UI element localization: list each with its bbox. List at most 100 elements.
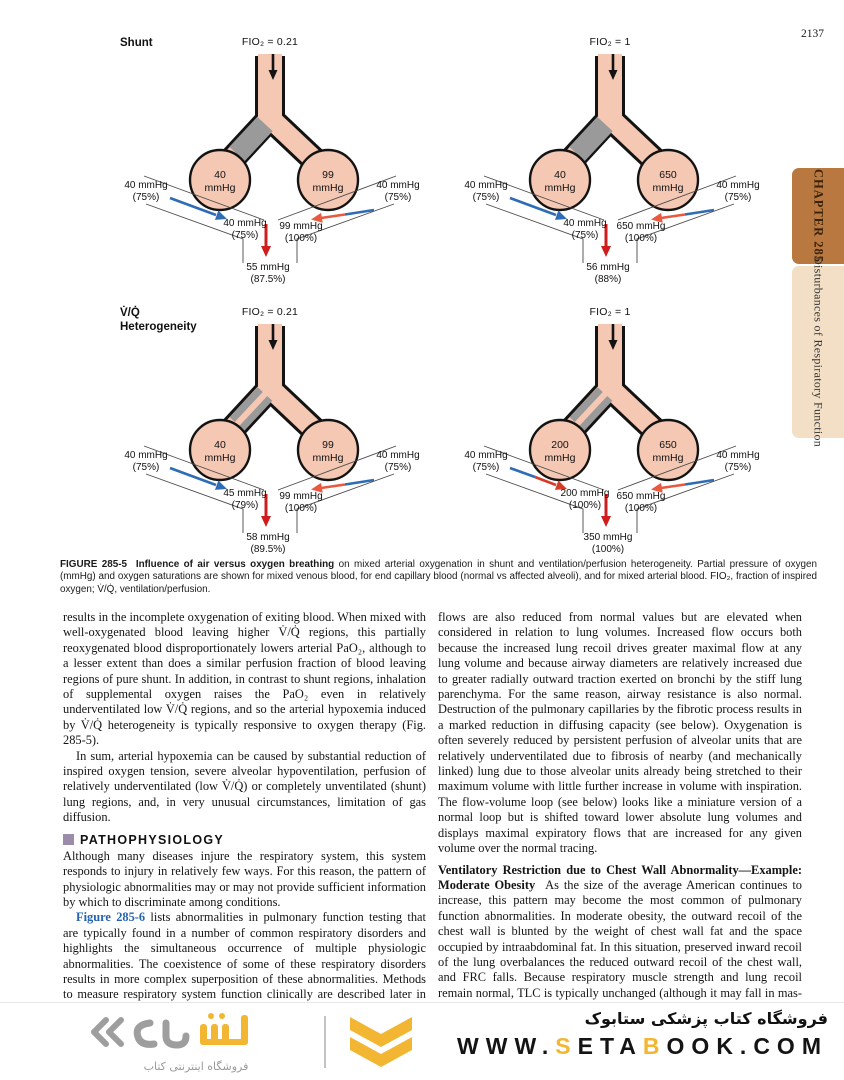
capillary-channels	[143, 175, 397, 263]
alveolus-left-value: 200	[551, 439, 569, 451]
alveolus-right	[636, 148, 700, 212]
figure-caption: FIGURE 285-5 Influence of air versus oxy…	[60, 559, 817, 596]
alveolus-right-unit: mmHg	[313, 182, 344, 194]
figure-286-link[interactable]: Figure 285-6	[76, 910, 146, 925]
venous-left-saturation: (75%)	[133, 192, 160, 203]
diagram-shunt-oxygen: FIO₂ = 1 40 mmHg 650 mmHg	[440, 30, 780, 292]
airway-narrowing	[229, 387, 273, 431]
subsection-title: Ventilatory Restriction due to Chest Wal…	[438, 862, 802, 892]
paragraph: results in the incomplete oxygenation of…	[63, 610, 426, 748]
mixed-arterial-saturation: (87.5%)	[250, 274, 285, 285]
endcapillary-left-value: 200 mmHg	[561, 488, 610, 499]
paragraph-text-clipped: sive obesity) and RV is normal.	[438, 1001, 594, 1002]
paragraph: flows are also reduced from normal value…	[438, 610, 802, 856]
endcapillary-left-saturation: (79%)	[232, 500, 259, 511]
domain-letter-group: OOK.COM	[666, 1033, 828, 1059]
lung-unit-diagram: FIO₂ = 1 200 mmHg 650 mmHg	[464, 306, 759, 555]
endcapillary-right-value: 99 mmHg	[279, 221, 322, 232]
alveolus-right	[296, 148, 360, 212]
domain-letter-group: ETA	[577, 1033, 643, 1059]
figure-caption-text: on mixed arterial oxygenation in shunt a…	[60, 559, 817, 595]
figure-caption-label: FIGURE 285-5	[60, 559, 127, 570]
alveolus-left-unit: mmHg	[545, 452, 576, 464]
endcapillary-right-saturation: (100%)	[625, 233, 657, 244]
alveolus-right	[636, 418, 700, 482]
alveolus-right-value: 99	[322, 439, 334, 451]
right-blood-flow-arrow	[311, 478, 375, 493]
endcapillary-left-value: 40 mmHg	[223, 218, 266, 229]
venous-right-value: 40 mmHg	[376, 450, 419, 461]
paragraph-text: As the size of the average American cont…	[438, 877, 802, 1000]
mixed-arterial-value: 350 mmHg	[584, 532, 633, 543]
domain-letter-group: WWW.	[457, 1033, 556, 1059]
right-blood-flow-arrow	[311, 208, 375, 223]
inspired-gas-arrow	[268, 54, 278, 80]
venous-left-value: 40 mmHg	[124, 180, 167, 191]
paragraph-text: Although many diseases injure the respir…	[63, 848, 426, 909]
capillary-channels	[483, 445, 737, 533]
fio2-label: FIO₂ = 1	[590, 36, 631, 48]
store-name-persian: فروشگاه کتاب پزشکی ستابوک	[584, 1009, 828, 1028]
chapter-tab: CHAPTER 285 Disturbances of Respiratory …	[792, 168, 844, 448]
section-bullet-icon	[63, 834, 74, 846]
alveolus-left-value: 40	[554, 169, 566, 181]
left-blood-flow-arrow	[509, 196, 567, 220]
paragraph-text: lists abnormalities in pulmonary functio…	[63, 910, 426, 1002]
endcapillary-right-value: 650 mmHg	[617, 221, 666, 232]
endcapillary-left-saturation: (100%)	[569, 500, 601, 511]
chapter-number-tab: CHAPTER 285	[792, 168, 844, 264]
diagram-vq-air: V̇/Q̇ Heterogeneity FIO₂ = 0.21 40 mmHg …	[100, 300, 440, 562]
endcapillary-left-value: 40 mmHg	[563, 218, 606, 229]
venous-right-value: 40 mmHg	[716, 450, 759, 461]
venous-right-value: 40 mmHg	[716, 180, 759, 191]
panel-title-line1: Shunt	[120, 37, 153, 49]
paragraph: Although many diseases injure the respir…	[63, 849, 426, 911]
airway-obstruction	[229, 116, 273, 162]
endcapillary-right-saturation: (100%)	[625, 503, 657, 514]
chapter-title-label: Disturbances of Respiratory Function	[811, 256, 826, 448]
endcapillary-right-saturation: (100%)	[285, 503, 317, 514]
alveolus-left-unit: mmHg	[205, 452, 236, 464]
setabook-logo: فروشگاه اینترنتی کتاب	[88, 1011, 304, 1073]
venous-right-saturation: (75%)	[385, 462, 412, 473]
right-column: flows are also reduced from normal value…	[438, 610, 802, 1002]
mixed-arterial-arrow	[261, 494, 271, 527]
alveolus-left-unit: mmHg	[545, 182, 576, 194]
alveolus-left-value: 40	[214, 439, 226, 451]
website-domain[interactable]: WWW.SETABOOK.COM	[457, 1033, 828, 1060]
alveolus-right-value: 650	[659, 169, 677, 181]
lung-unit-diagram: V̇/Q̇ Heterogeneity FIO₂ = 0.21 40 mmHg …	[120, 306, 420, 555]
left-column: results in the incomplete oxygenation of…	[63, 610, 426, 1002]
chapter-number-label: CHAPTER 285	[811, 169, 826, 263]
left-blood-flow-arrow-oxygenated	[509, 466, 567, 490]
fio2-label: FIO₂ = 0.21	[242, 36, 298, 48]
diagram-shunt-air: Shunt FIO₂ = 0.21 40 mmHg 99 mmHg	[100, 30, 440, 292]
venous-right-saturation: (75%)	[725, 462, 752, 473]
alveolus-left	[528, 418, 592, 482]
endcapillary-left-saturation: (75%)	[572, 230, 599, 241]
logo-subtitle: فروشگاه اینترنتی کتاب	[143, 1060, 249, 1073]
setabook-wordmark-icon	[91, 1013, 248, 1049]
alveolus-right	[296, 418, 360, 482]
alveolus-left	[188, 418, 252, 482]
footer-divider	[324, 1016, 326, 1068]
venous-left-saturation: (75%)	[133, 462, 160, 473]
section-heading: PATHOPHYSIOLOGY	[63, 833, 426, 847]
alveolus-left	[528, 148, 592, 212]
endcapillary-left-saturation: (75%)	[232, 230, 259, 241]
mixed-arterial-saturation: (88%)	[595, 274, 622, 285]
airway-narrowing	[569, 387, 613, 431]
fio2-label: FIO₂ = 0.21	[242, 306, 298, 318]
footer-logo-group: فروشگاه اینترنتی کتاب	[88, 1011, 416, 1073]
mixed-arterial-saturation: (100%)	[592, 544, 624, 555]
lung-unit-diagram: FIO₂ = 1 40 mmHg 650 mmHg	[464, 36, 759, 285]
paragraph: Ventilatory Restriction due to Chest Wal…	[438, 863, 802, 1003]
mixed-arterial-saturation: (89.5%)	[250, 544, 285, 555]
domain-letter-group: B	[642, 1033, 667, 1059]
figure-caption-title: Influence of air versus oxygen breathing	[135, 559, 335, 570]
mixed-arterial-value: 58 mmHg	[246, 532, 289, 543]
venous-right-saturation: (75%)	[385, 192, 412, 203]
section-title: PATHOPHYSIOLOGY	[80, 832, 225, 847]
venous-right-saturation: (75%)	[725, 192, 752, 203]
fio2-label: FIO₂ = 1	[590, 306, 631, 318]
